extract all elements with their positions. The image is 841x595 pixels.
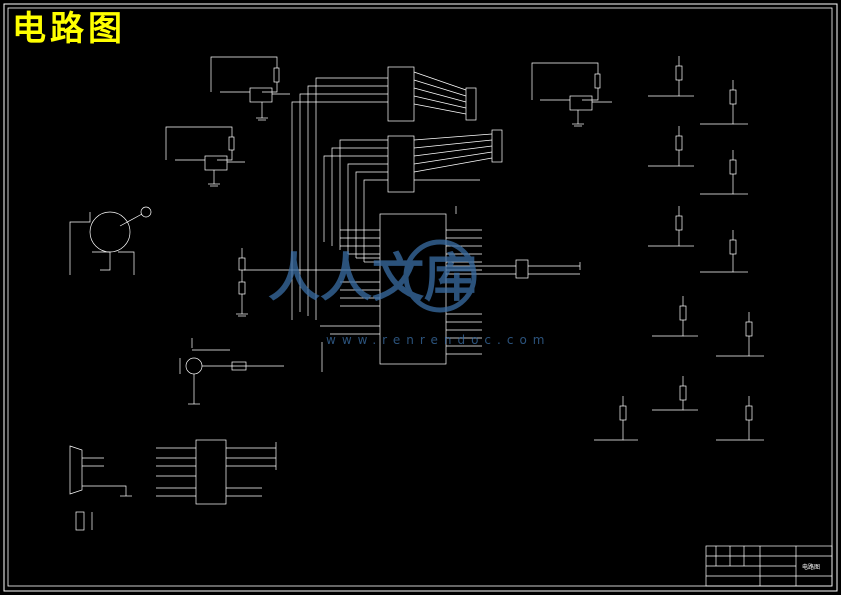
page-title: 电路图 — [12, 9, 126, 49]
mcu-chip — [244, 206, 482, 372]
outer-border — [3, 3, 838, 592]
latch-ic-2 — [387, 135, 415, 193]
watermark-url: www.renrendoc.com — [326, 333, 550, 347]
button-array — [594, 56, 764, 441]
max232-chip — [156, 439, 277, 505]
reset-circuit — [236, 248, 248, 317]
transistor-circuit-3 — [531, 62, 612, 127]
transistor-circuit-2 — [165, 126, 245, 187]
watermark-ring — [403, 239, 477, 313]
latch-ic-1 — [387, 66, 503, 163]
db9-connector — [69, 445, 132, 531]
title-block-drawing-name: 电路图 — [802, 563, 820, 571]
data-bus — [291, 71, 493, 320]
motor-sensor — [69, 206, 152, 275]
transistor-circuit-1 — [210, 56, 290, 121]
watermark-logo: 人人文库 — [268, 249, 476, 309]
inner-border — [7, 7, 833, 587]
buzzer-circuit — [179, 338, 284, 405]
crystal-oscillator — [446, 259, 581, 279]
watermark: 人人文库 www.renrendoc.com — [268, 239, 550, 347]
title-block-frame — [705, 545, 833, 587]
